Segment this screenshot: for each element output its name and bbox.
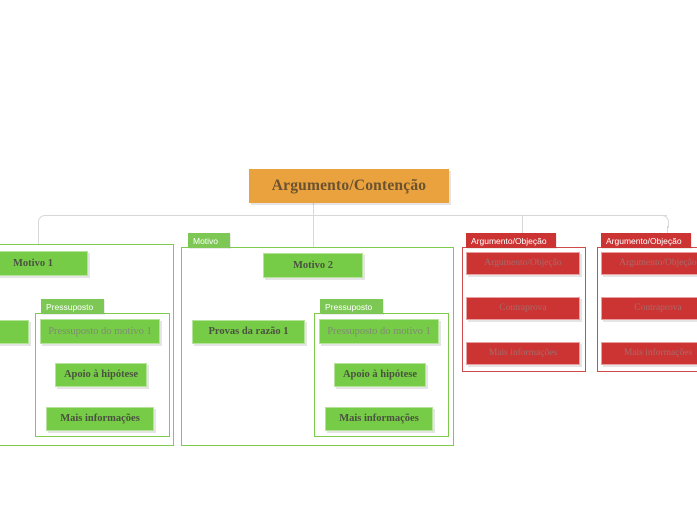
root-node-argumento-contencao[interactable]: Argumento/Contenção — [249, 169, 449, 203]
branch-4-contraprova-node[interactable]: Contraprova — [601, 297, 697, 320]
branch-4-objecao-tab-label: Argumento/Objeção — [606, 235, 682, 246]
branch-3-objecao-node[interactable]: Argumento/Objeção — [466, 252, 580, 275]
branch-2-apoio-node[interactable]: Apoio à hipótese — [334, 363, 426, 387]
branch-1-apoio-node[interactable]: Apoio à hipótese — [55, 363, 147, 387]
connector-root-bus — [45, 215, 667, 216]
branch-3-mais-info-label: Mais informações — [488, 347, 558, 358]
branch-1-evidence-node[interactable]: o 1 — [0, 320, 29, 344]
connector-leg-branch-4 — [667, 226, 668, 234]
branch-2-pressuposto-tab-label: Pressuposto — [325, 301, 373, 312]
branch-1-apoio-label: Apoio à hipótese — [63, 369, 139, 381]
branch-2-root-node[interactable]: Motivo 2 — [263, 253, 363, 278]
root-node-label: Argumento/Contenção — [271, 176, 427, 194]
branch-2-mais-info-label: Mais informações — [339, 413, 419, 425]
branch-1-root-node[interactable]: Motivo 1 — [0, 251, 88, 276]
branch-1-root-label: Motivo 1 — [13, 257, 53, 269]
branch-2-pressuposto-tab[interactable]: Pressuposto — [320, 299, 383, 314]
branch-3-objecao-tab[interactable]: Argumento/Objeção — [466, 233, 556, 248]
branch-2-motivo-tab[interactable]: Motivo — [188, 233, 230, 248]
branch-1-pressuposto-tab-label: Pressuposto — [46, 301, 94, 312]
branch-1-mais-info-node[interactable]: Mais informações — [46, 407, 154, 431]
branch-1-pressuposto-tab[interactable]: Pressuposto — [41, 299, 104, 314]
branch-4-objecao-node-label: Argumento/Objeção — [619, 257, 697, 268]
branch-4-mais-info-node[interactable]: Mais informações — [601, 342, 697, 365]
branch-2-motivo-tab-label: Motivo — [193, 235, 219, 246]
branch-1-pressuposto-node-label: Pressuposto do motivo 1 — [48, 325, 152, 337]
branch-3-mais-info-node[interactable]: Mais informações — [466, 342, 580, 365]
connector-root-trunk — [313, 203, 314, 215]
branch-3-contraprova-node[interactable]: Contraprova — [466, 297, 580, 320]
branch-3-contraprova-label: Contraprova — [499, 302, 547, 313]
branch-4-objecao-tab[interactable]: Argumento/Objeção — [601, 233, 691, 248]
branch-2-evidence-node[interactable]: Provas da razão 1 — [192, 320, 305, 344]
branch-2-root-label: Motivo 2 — [293, 259, 333, 271]
connector-elbow-right — [660, 215, 669, 228]
branch-2-pressuposto-node[interactable]: Pressuposto do motivo 1 — [319, 319, 439, 344]
branch-2-pressuposto-node-label: Pressuposto do motivo 1 — [327, 325, 431, 337]
connector-leg-branch-3 — [522, 215, 523, 233]
connector-leg-branch-2 — [313, 215, 314, 253]
branch-4-mais-info-label: Mais informações — [623, 347, 693, 358]
branch-3-objecao-node-label: Argumento/Objeção — [484, 257, 562, 268]
branch-4-contraprova-label: Contraprova — [634, 302, 682, 313]
connector-leg-branch-1 — [38, 226, 39, 252]
branch-1-mais-info-label: Mais informações — [60, 413, 140, 425]
branch-2-apoio-label: Apoio à hipótese — [342, 369, 418, 381]
branch-3-objecao-tab-label: Argumento/Objeção — [471, 235, 547, 246]
branch-1-pressuposto-node[interactable]: Pressuposto do motivo 1 — [40, 319, 160, 344]
branch-4-objecao-node[interactable]: Argumento/Objeção — [601, 252, 697, 275]
connector-elbow-left — [38, 215, 47, 228]
branch-2-evidence-label: Provas da razão 1 — [208, 326, 289, 338]
branch-2-mais-info-node[interactable]: Mais informações — [325, 407, 433, 431]
